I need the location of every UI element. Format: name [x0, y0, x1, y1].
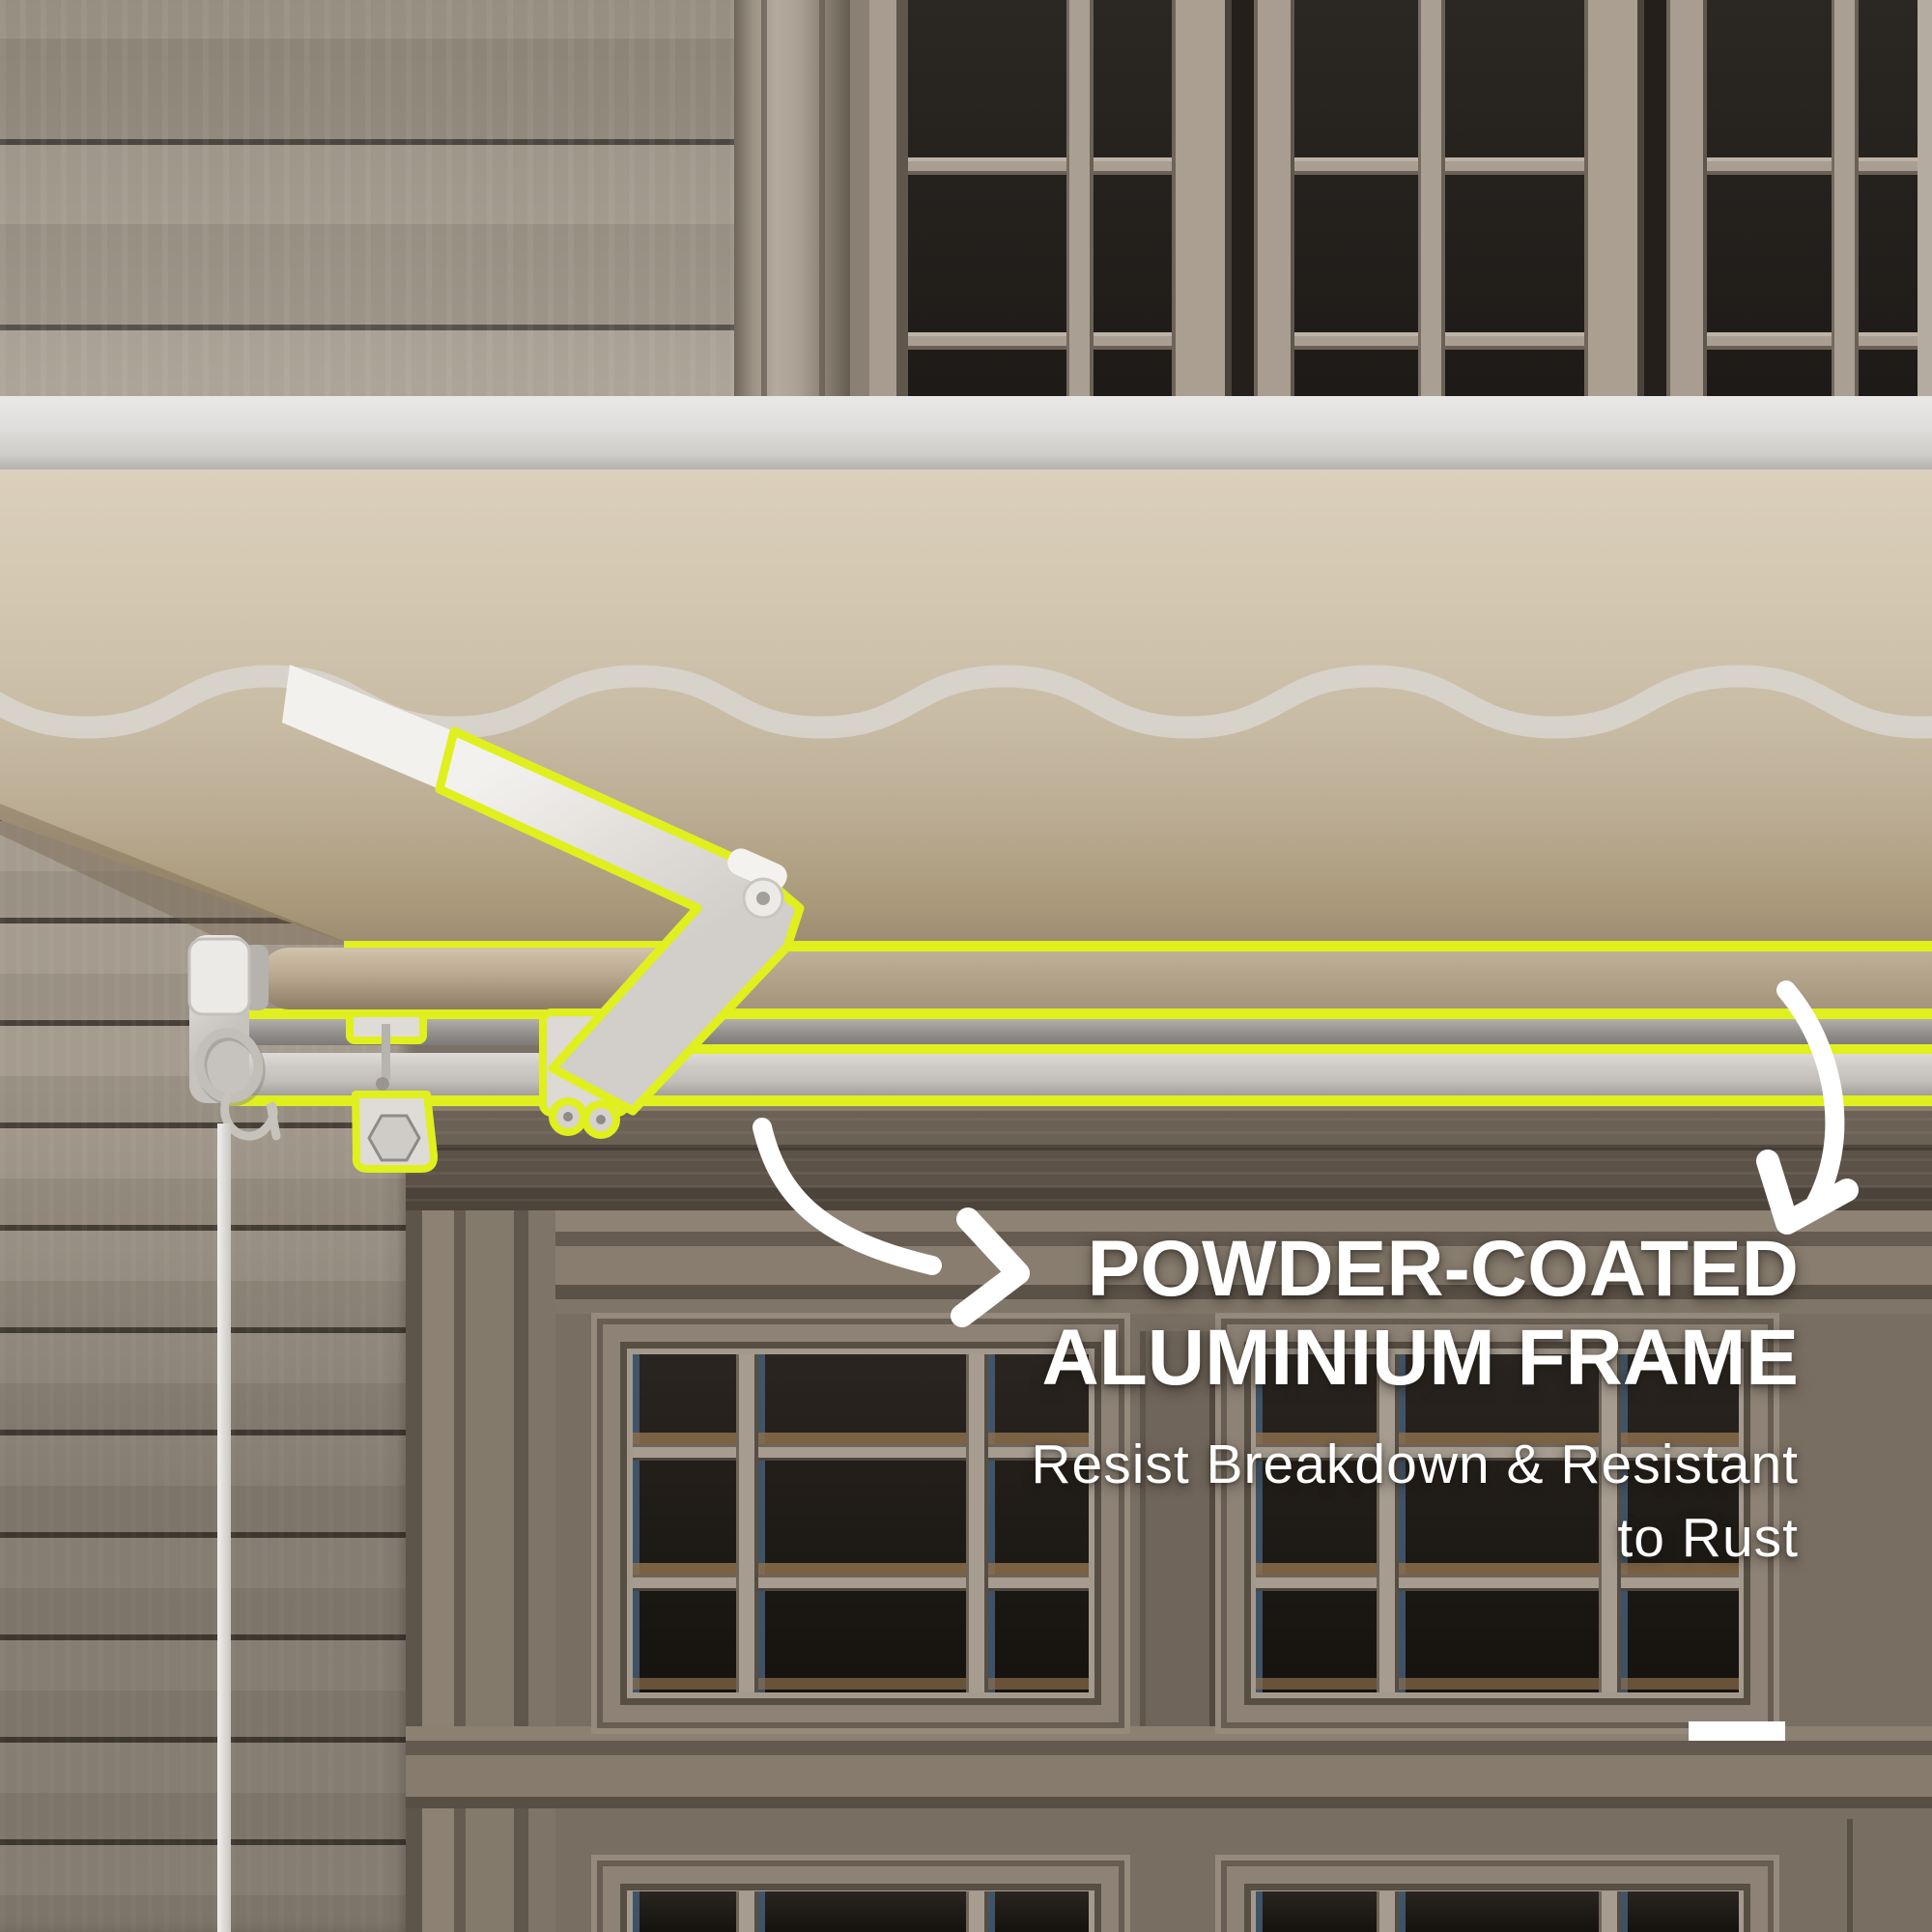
garage-window-upper-left — [633, 1354, 1089, 1692]
headline-line1: POWDER-COATED — [1087, 1225, 1799, 1313]
pull-cord — [217, 1123, 231, 1932]
hanging-eyelet-ring — [194, 1028, 264, 1103]
feature-caption: POWDER-COATED ALUMINIUM FRAME Resist Bre… — [1031, 1225, 1799, 1575]
garage-header-beam — [406, 1104, 1932, 1212]
garage-window-upper-right — [1256, 1354, 1739, 1692]
garage-window-lower-left — [633, 1891, 1089, 1932]
garage-center-post — [1140, 1331, 1215, 1726]
slide-indicator[interactable] — [1689, 1721, 1785, 1741]
hex-bolt — [367, 1114, 421, 1162]
garage-mid-rail — [406, 1726, 1932, 1808]
hook — [220, 1093, 281, 1141]
fabric-roller-tube — [259, 948, 696, 1009]
wall-mounting-bracket — [346, 1009, 439, 1173]
upper-story-window — [850, 0, 1932, 396]
valance-wave-stripe — [0, 665, 1932, 739]
curved-arrow-right-icon — [1776, 980, 1845, 1215]
annotation-arrows — [753, 980, 1859, 1327]
wood-siding-upper — [0, 0, 734, 396]
arm-upper-end — [282, 665, 454, 789]
garage-left-stile — [406, 1210, 555, 1932]
torsion-rod — [235, 1018, 1932, 1045]
garage-top-molding — [406, 1210, 1932, 1314]
subtitle-line2: to Rust — [1617, 1507, 1799, 1569]
subtitle-line1: Resist Breakdown & Resistant — [1031, 1434, 1799, 1495]
awning-front-assembly — [187, 935, 1932, 1932]
garage-panel-seam — [1847, 1819, 1853, 1932]
square-mounting-bar — [235, 1053, 1932, 1096]
roller-end-cap — [187, 937, 251, 1016]
folding-arm — [282, 665, 805, 1116]
awning-canopy — [0, 469, 1932, 945]
curved-arrow-left-icon — [753, 1118, 942, 1275]
headline-line2: ALUMINIUM FRAME — [1041, 1314, 1799, 1402]
wall-pillar — [734, 0, 850, 396]
garage-window-lower-right — [1256, 1891, 1739, 1932]
